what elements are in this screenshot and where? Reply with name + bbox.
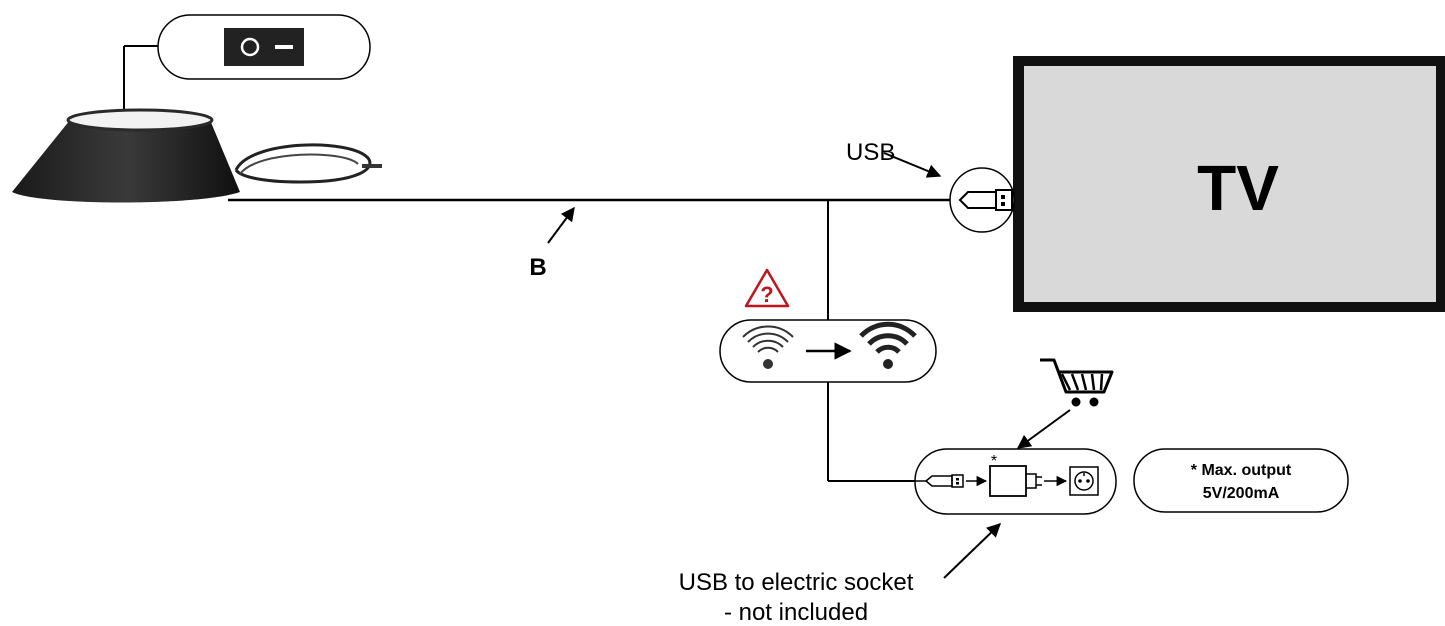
tv-screen (1024, 66, 1436, 302)
cart-pointer (1016, 409, 1071, 449)
socket-caption-line1: USB to electric socket (679, 569, 914, 596)
svg-text:*: * (991, 453, 997, 470)
max-output-line1: * Max. output (1191, 462, 1292, 479)
svg-text:?: ? (760, 282, 773, 307)
tv-label: TV (1197, 152, 1279, 224)
max-output-pill (1133, 448, 1349, 513)
usb-pointer (883, 152, 942, 178)
wifi-weak-icon (742, 325, 794, 369)
usb-charger-icon: * (989, 453, 1042, 497)
antenna-base-icon (12, 108, 382, 203)
usb-plug-small-icon (915, 474, 964, 488)
power-socket-icon (1069, 466, 1099, 496)
max-output-line2: 5V/200mA (1203, 485, 1280, 502)
rocker-switch-icon (224, 28, 304, 66)
cable-b-label: B (529, 254, 546, 281)
usb-plug-icon (958, 189, 1013, 211)
usb-port-circle (949, 167, 1015, 233)
wifi-strong-icon (859, 321, 917, 369)
socket-caption-line2: - not included (724, 599, 868, 626)
usb-label: USB (846, 139, 895, 166)
socket-caption-pointer (943, 523, 1002, 579)
shopping-cart-icon (1040, 358, 1114, 407)
cable-b-pointer (547, 206, 575, 244)
warning-triangle-icon: ? (744, 268, 790, 308)
